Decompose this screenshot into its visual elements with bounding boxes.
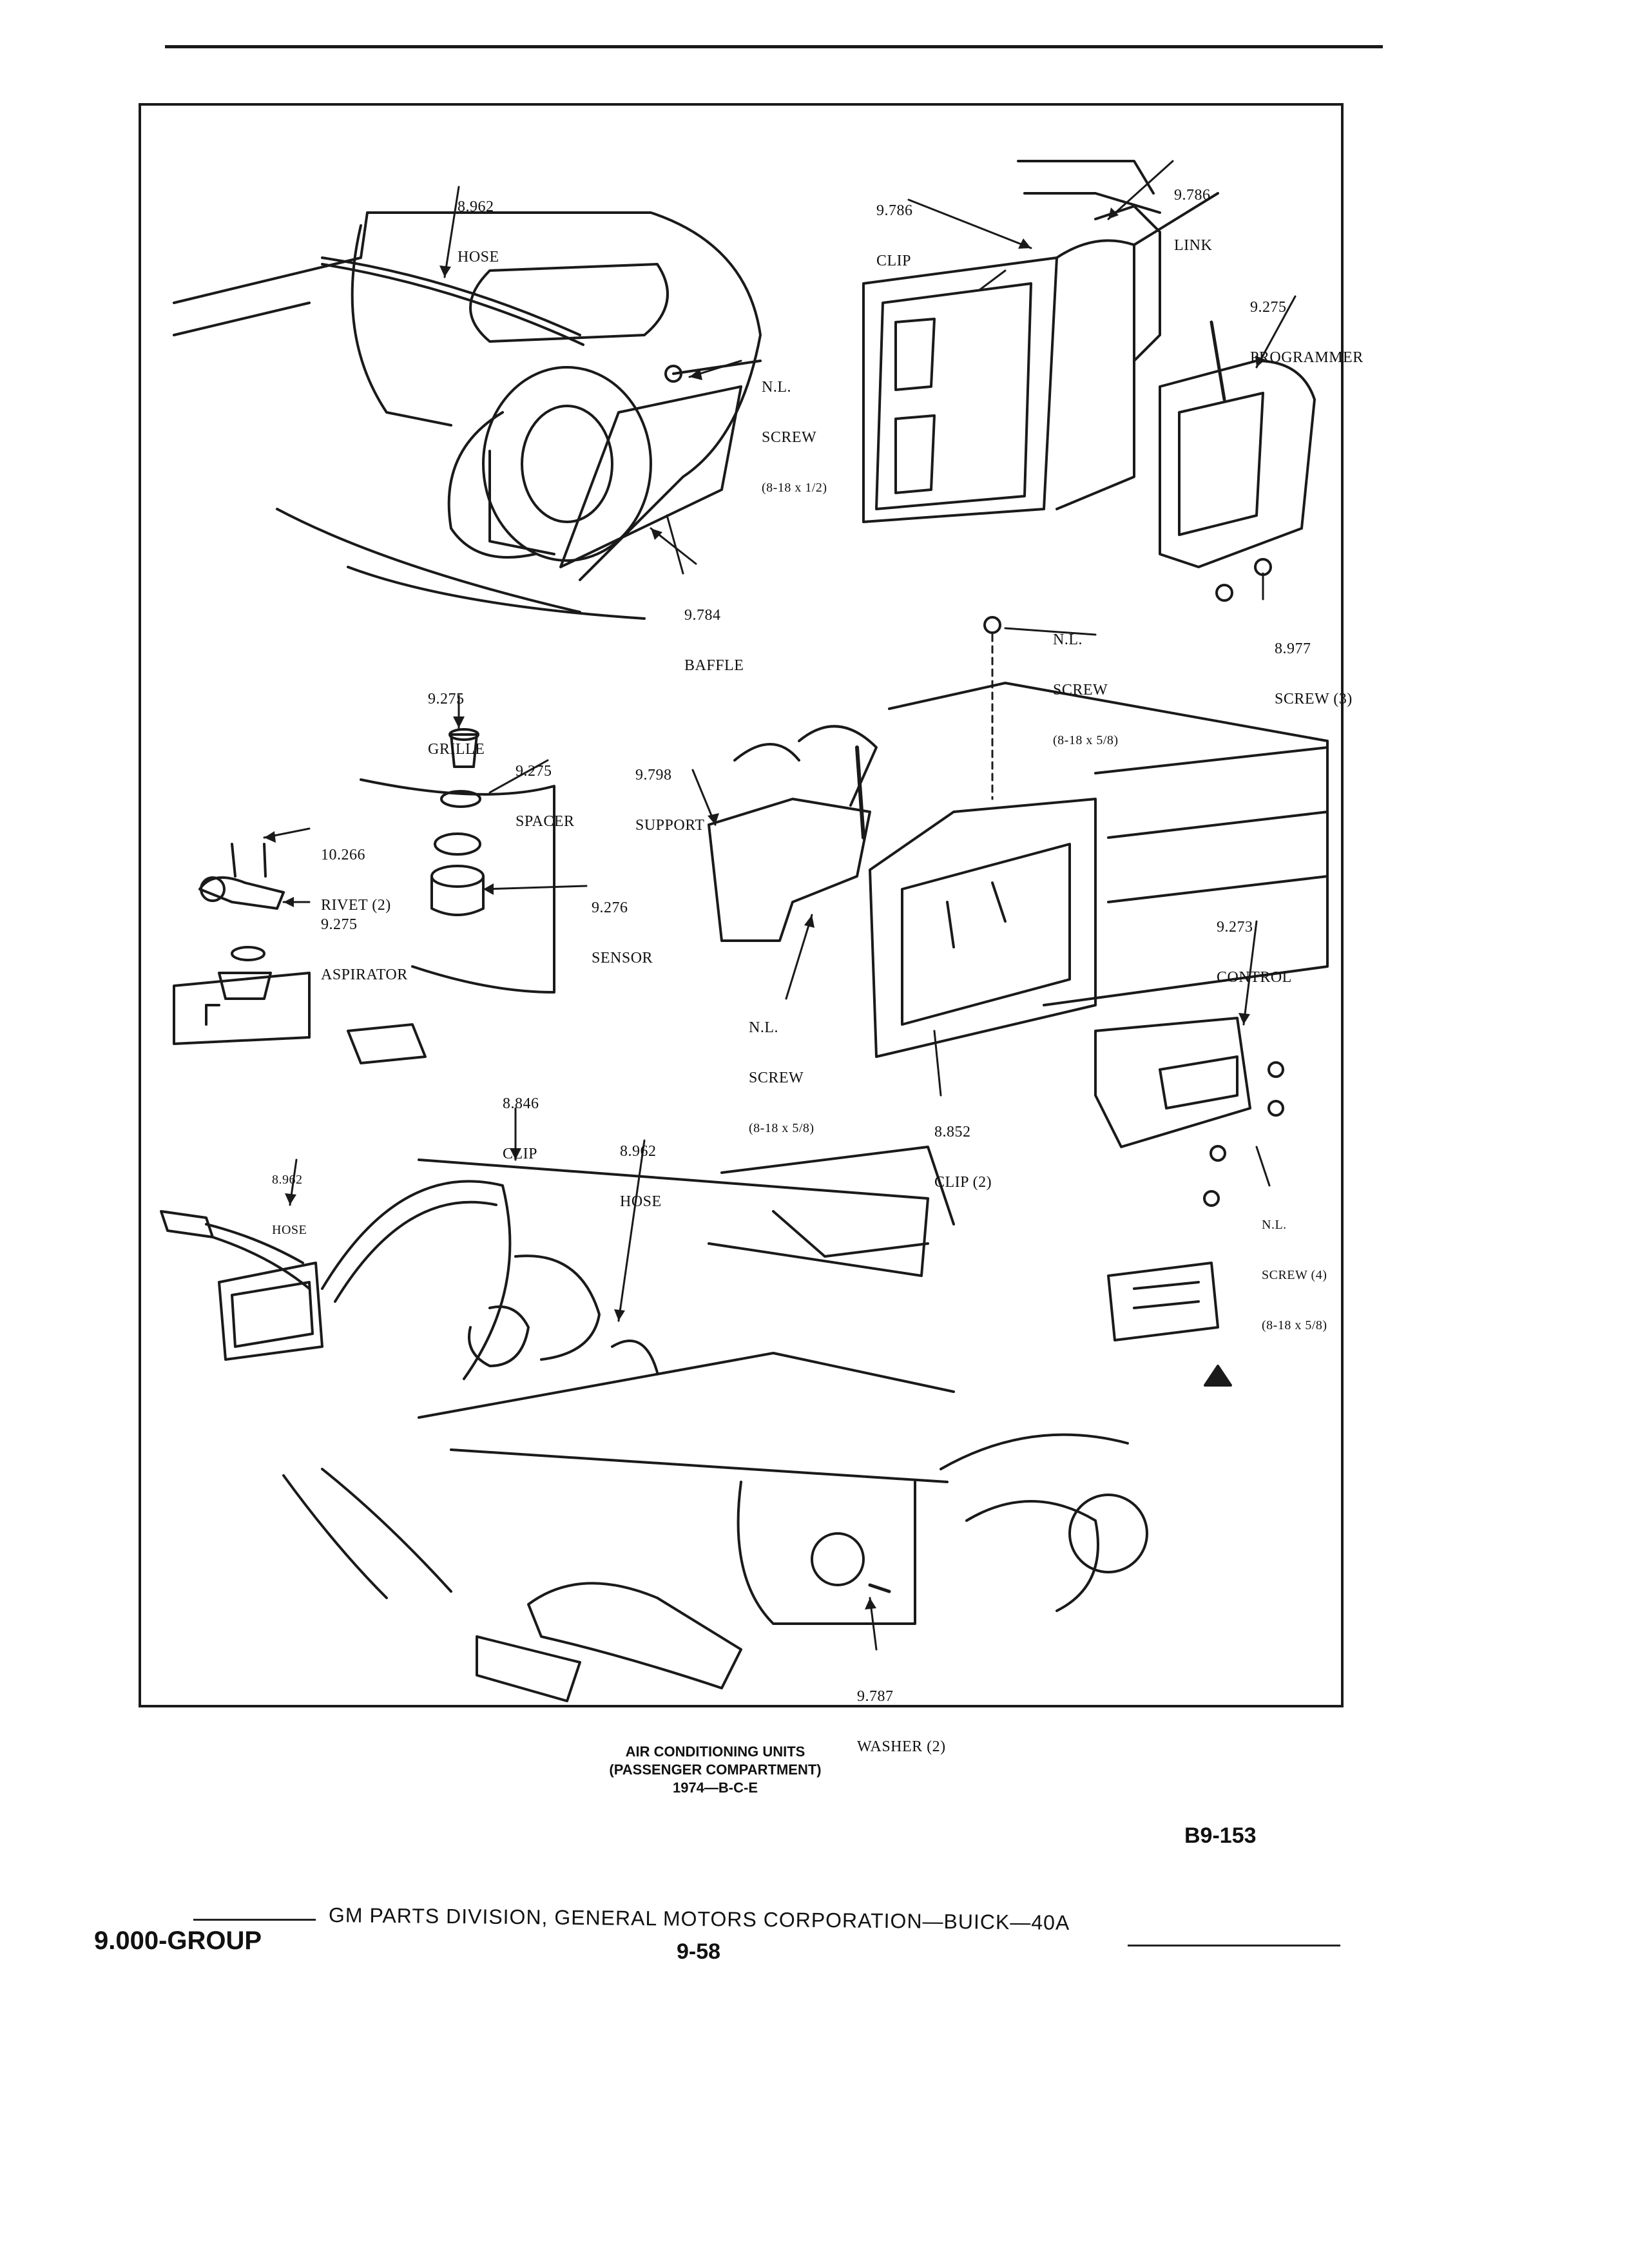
part-size: (8-18 x 5/8)	[1262, 1318, 1327, 1332]
label-programmer: 9.275 PROGRAMMER	[1250, 265, 1364, 399]
part-name: SCREW (4)	[1262, 1268, 1327, 1282]
part-number: 10.266	[321, 847, 365, 863]
part-number: N.L.	[749, 1019, 778, 1036]
control-assembly-drawing	[708, 616, 1329, 1387]
caption-line: AIR CONDITIONING UNITS	[625, 1744, 805, 1760]
part-number: N.L.	[1262, 1218, 1287, 1232]
caption-line: 1974—B-C-E	[672, 1780, 758, 1796]
label-hose-left: 8.962 HOSE	[272, 1138, 307, 1272]
part-number: 9.786	[1174, 187, 1211, 204]
part-number: 8.977	[1275, 640, 1311, 657]
part-name: RIVET (2)	[321, 897, 391, 914]
part-number: 8.962	[458, 198, 494, 215]
part-name: CONTROL	[1217, 969, 1292, 986]
footer-rule-left	[193, 1919, 316, 1921]
part-name: BAFFLE	[684, 657, 744, 674]
label-nl-screw-low: N.L. SCREW (8-18 x 5/8)	[749, 986, 815, 1170]
label-hose-top: 8.962 HOSE	[458, 165, 499, 299]
part-name: WASHER (2)	[857, 1738, 946, 1755]
caption-line: (PASSENGER COMPARTMENT)	[609, 1762, 822, 1778]
part-name: LINK	[1174, 237, 1213, 254]
part-name: SCREW	[762, 429, 817, 446]
part-number: 9.275	[1250, 299, 1287, 316]
part-name: CLIP	[876, 253, 912, 269]
label-aspirator: 9.275 ASPIRATOR	[321, 883, 408, 1017]
part-number: 9.787	[857, 1688, 894, 1705]
part-number: 8.852	[934, 1124, 971, 1140]
illustration-frame	[139, 103, 1344, 1707]
label-rivet: 10.266 RIVET (2)	[321, 813, 391, 947]
part-size: (8-18 x 1/2)	[762, 481, 827, 495]
part-name: CLIP (2)	[934, 1174, 992, 1191]
label-screw-3: 8.977 SCREW (3)	[1275, 607, 1353, 741]
footer-rule-right	[1128, 1945, 1340, 1946]
part-name: SCREW	[1053, 682, 1108, 698]
part-number: 9.275	[321, 916, 358, 933]
part-name: PROGRAMMER	[1250, 349, 1364, 366]
part-number: 8.846	[503, 1095, 539, 1112]
part-name: HOSE	[272, 1223, 307, 1237]
part-name: CLIP	[503, 1146, 538, 1162]
label-link: 9.786 LINK	[1174, 153, 1212, 287]
part-name: SUPPORT	[635, 817, 705, 834]
label-spacer: 9.275 SPACER	[516, 729, 575, 863]
part-name: SENSOR	[592, 950, 653, 966]
leader-arrowheads	[264, 207, 1266, 1610]
part-name: SCREW	[749, 1070, 804, 1086]
label-nl-screw-mid: N.L. SCREW (8-18 x 5/8)	[1053, 598, 1119, 782]
part-name: SPACER	[516, 813, 575, 830]
part-number: N.L.	[762, 379, 791, 396]
figure-caption: AIR CONDITIONING UNITS (PASSENGER COMPAR…	[580, 1743, 851, 1797]
part-number: 9.784	[684, 607, 721, 624]
part-name: GRILLE	[428, 741, 485, 758]
label-support: 9.798 SUPPORT	[635, 733, 704, 867]
evaporator-assembly-drawing	[160, 1146, 1148, 1702]
leader-lines	[263, 160, 1296, 1651]
label-baffle: 9.784 BAFFLE	[684, 573, 744, 707]
part-size: (8-18 x 5/8)	[749, 1121, 815, 1135]
label-control: 9.273 CONTROL	[1217, 885, 1292, 1019]
blower-assembly-drawing	[173, 211, 762, 620]
part-name: SCREW (3)	[1275, 691, 1353, 707]
label-screw-4: N.L. SCREW (4) (8-18 x 5/8)	[1262, 1183, 1327, 1367]
label-sensor: 9.276 SENSOR	[592, 866, 653, 1000]
label-nl-screw-top: N.L. SCREW (8-18 x 1/2)	[762, 345, 827, 530]
part-name: ASPIRATOR	[321, 966, 408, 983]
page-number: 9-58	[677, 1939, 721, 1964]
part-number: 9.798	[635, 767, 672, 783]
group-heading: 9.000-GROUP	[94, 1927, 262, 1955]
programmer-assembly-drawing	[862, 160, 1316, 602]
label-grille: 9.275 GRILLE	[428, 657, 485, 791]
label-clip-top: 9.786 CLIP	[876, 169, 913, 303]
part-number: 9.276	[592, 899, 628, 916]
part-number: N.L.	[1053, 631, 1083, 648]
part-name: HOSE	[458, 249, 499, 265]
part-number: 8.962	[620, 1143, 657, 1160]
figure-number: B9-153	[1184, 1823, 1257, 1848]
part-number: 8.962	[272, 1173, 303, 1187]
label-washer: 9.787 WASHER (2)	[857, 1655, 946, 1789]
label-clip-852: 8.852 CLIP (2)	[934, 1090, 992, 1224]
part-size: (8-18 x 5/8)	[1053, 733, 1119, 747]
part-name: HOSE	[620, 1193, 662, 1210]
part-number: 9.786	[876, 202, 913, 219]
part-number: 9.275	[516, 763, 552, 780]
label-hose-mid: 8.962 HOSE	[620, 1110, 662, 1244]
part-number: 9.275	[428, 691, 465, 707]
sensor-group-drawing	[173, 728, 555, 1064]
top-rule	[165, 45, 1383, 48]
label-clip-846: 8.846 CLIP	[503, 1062, 539, 1196]
part-number: 9.273	[1217, 919, 1253, 936]
